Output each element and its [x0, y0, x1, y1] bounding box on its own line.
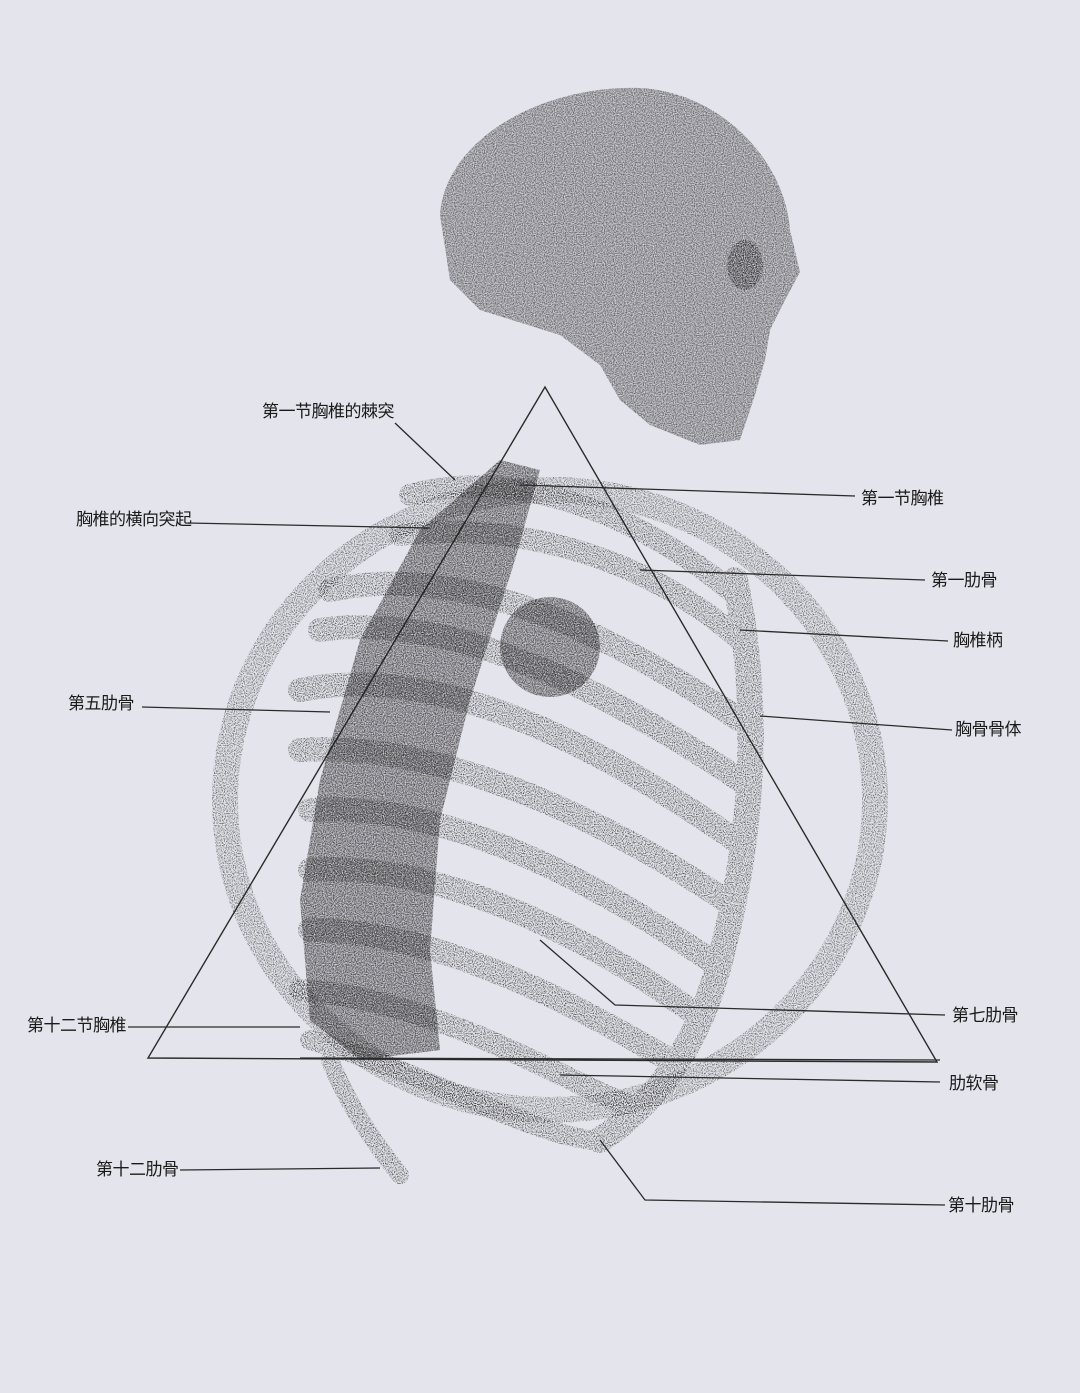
label-twelfth-rib: 第十二肋骨	[96, 1160, 179, 1180]
label-t12-vertebra: 第十二节胸椎	[27, 1016, 127, 1036]
label-sternum-body: 胸骨骨体	[955, 720, 1022, 740]
rib-cage	[288, 475, 764, 1184]
label-manubrium: 胸椎柄	[953, 631, 1003, 651]
label-t1-spinous-process: 第一节胸椎的棘突	[262, 402, 395, 422]
label-fifth-rib: 第五肋骨	[68, 694, 135, 714]
label-t1-vertebra: 第一节胸椎	[861, 489, 944, 509]
label-seventh-rib: 第七肋骨	[952, 1006, 1019, 1026]
skull	[440, 87, 800, 445]
label-tenth-rib: 第十肋骨	[948, 1196, 1015, 1216]
label-transverse-process: 胸椎的横向突起	[76, 510, 192, 530]
label-costal-cartilage: 肋软骨	[949, 1074, 999, 1094]
leader-lines	[128, 422, 953, 1206]
label-first-rib: 第一肋骨	[931, 571, 998, 591]
